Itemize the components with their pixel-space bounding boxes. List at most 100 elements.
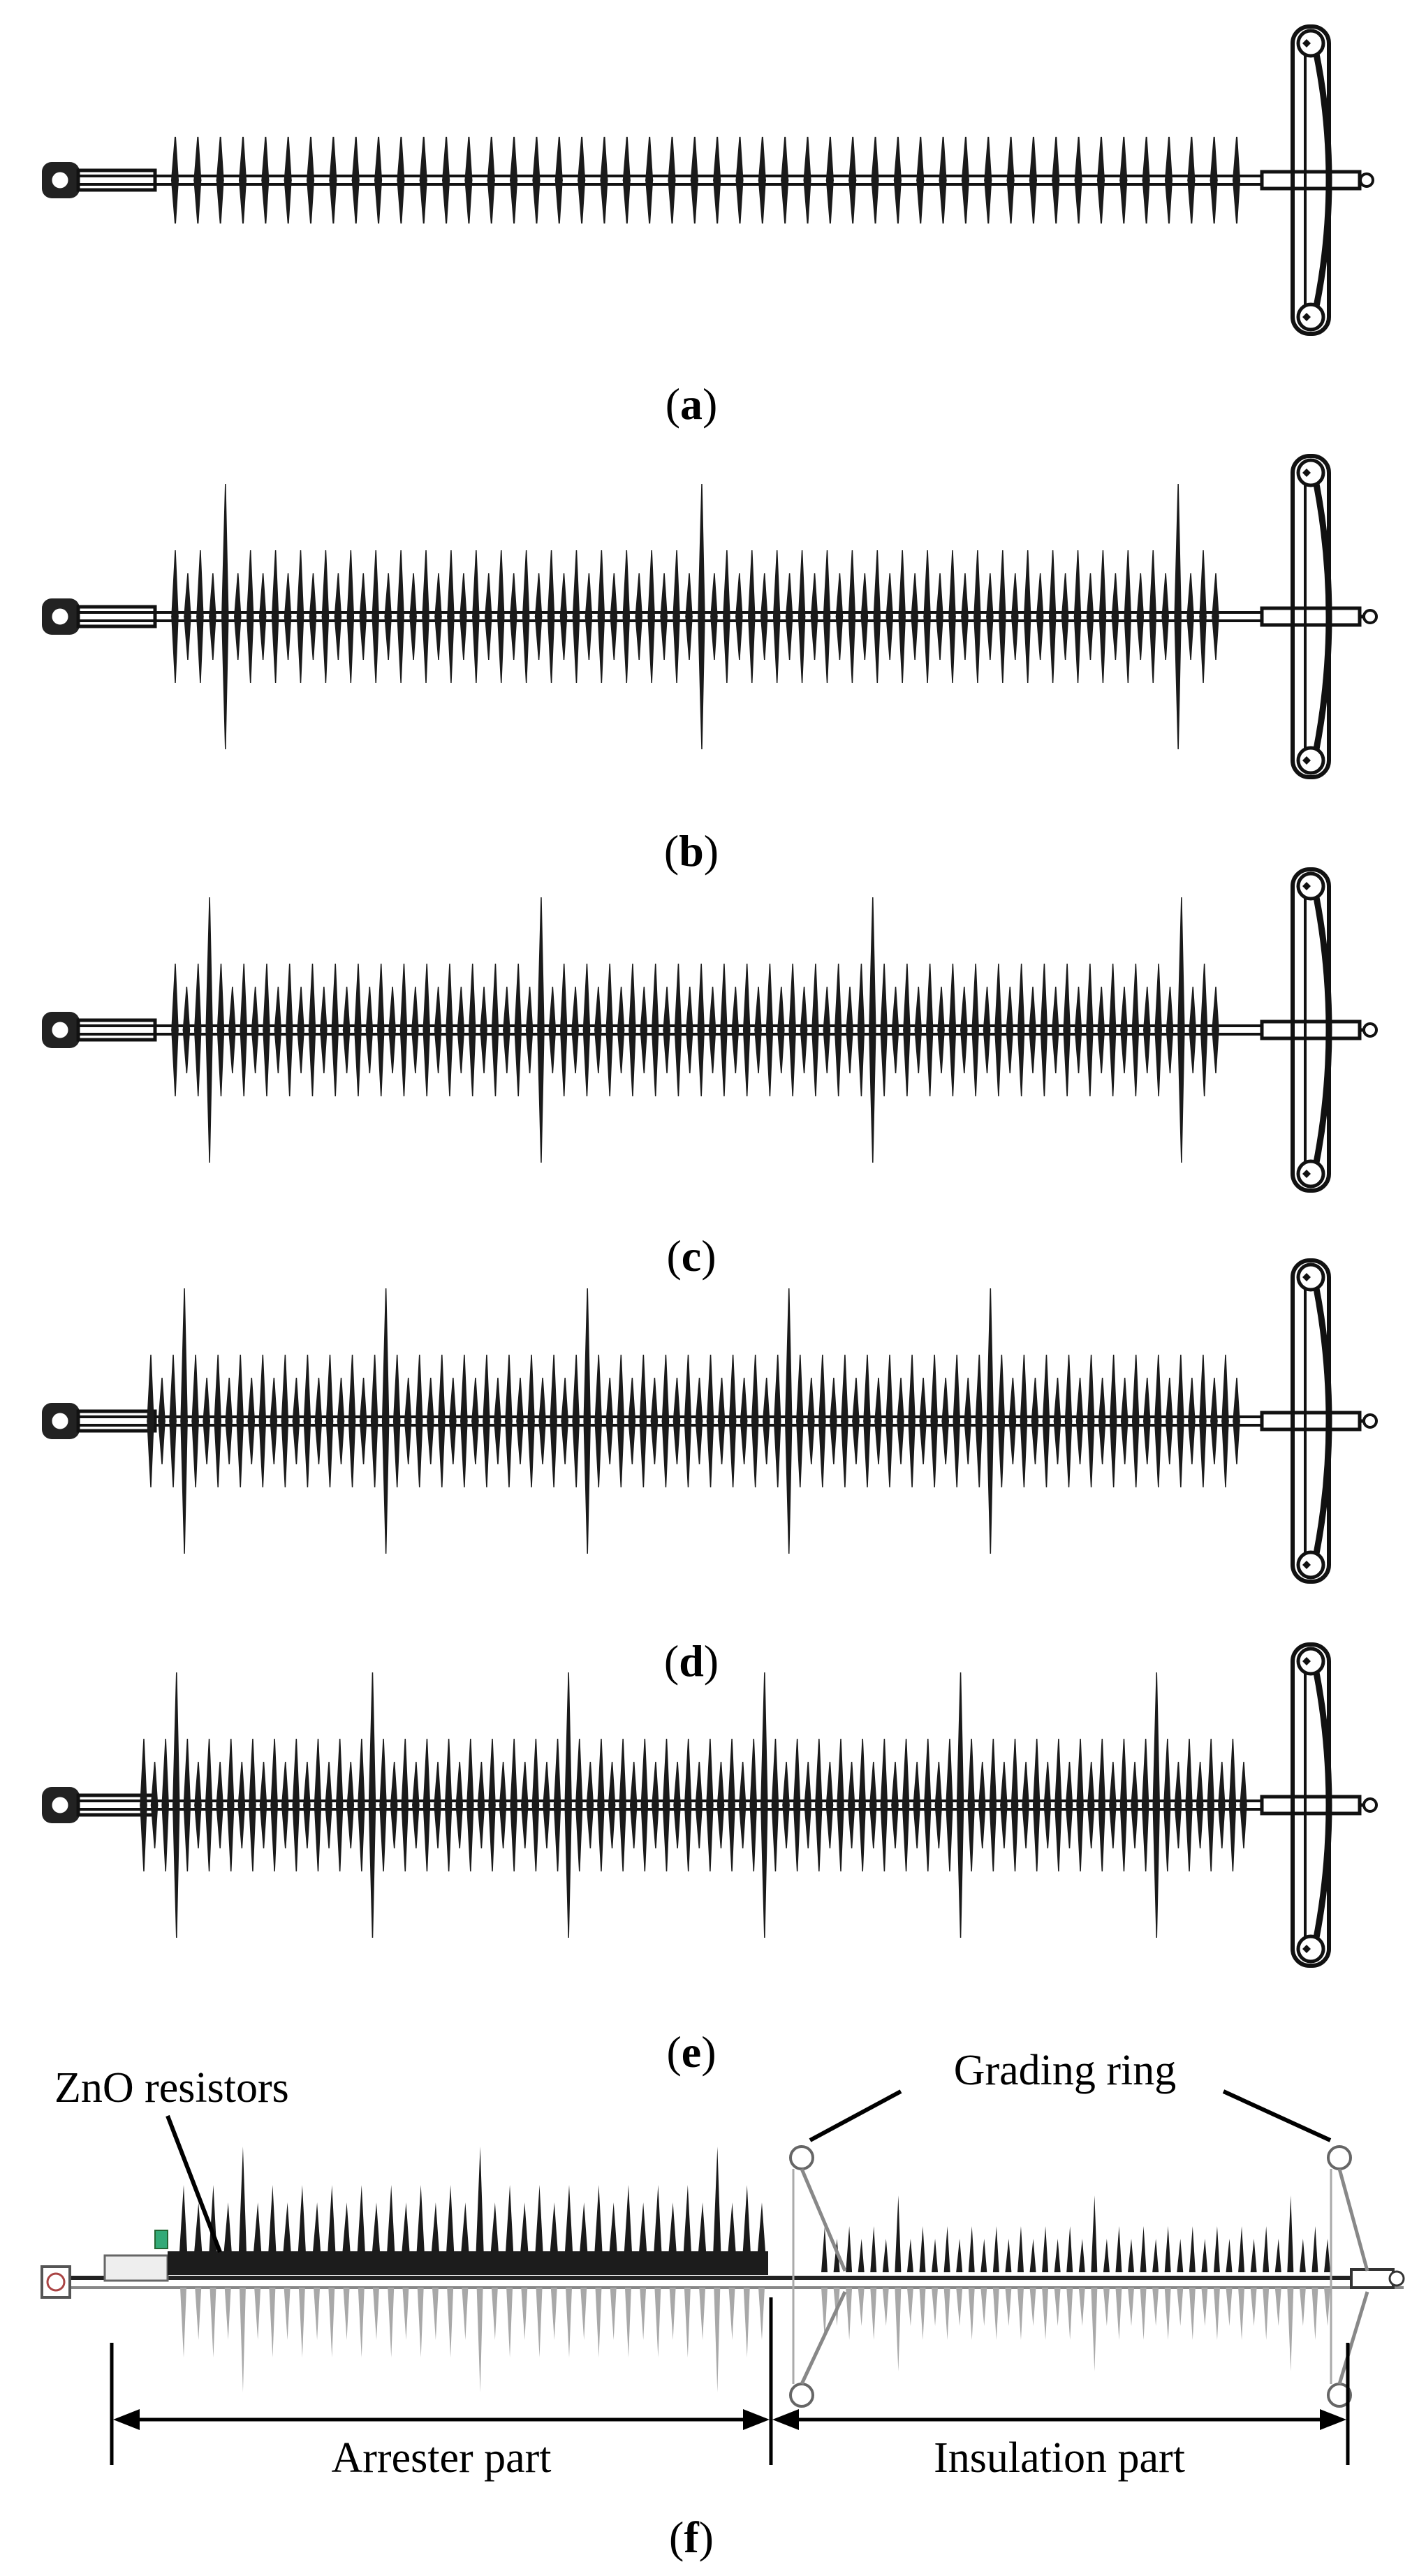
b-shed-45-lower <box>723 616 730 684</box>
c-shed-21-lower <box>399 1029 408 1097</box>
a-shed-22-upper <box>645 136 654 181</box>
e-shed-53-lower <box>706 1804 714 1872</box>
a-shed-21-lower <box>622 179 631 224</box>
a-shed-28-lower <box>781 179 789 224</box>
b-shed-24-lower <box>460 616 467 661</box>
e-shed-88-lower <box>1087 1804 1095 1849</box>
f-arrester-shed-lower-31 <box>624 2288 631 2357</box>
d-shed-70-lower <box>919 1420 927 1465</box>
e-shed-59-lower <box>771 1804 779 1872</box>
e-shed-43-lower <box>597 1804 605 1872</box>
c-shed-28-lower <box>480 1029 487 1074</box>
b-shed-28-upper <box>509 573 517 617</box>
f-arrester-shed-upper-33 <box>654 2185 662 2251</box>
f-insulation-shed-lower-9 <box>919 2288 926 2340</box>
e-shed-23-lower <box>379 1804 387 1872</box>
c-shed-34-lower <box>548 1029 557 1074</box>
f-insulation-shed-upper-6 <box>882 2239 889 2272</box>
f-arrester-shed-upper-35 <box>683 2185 691 2251</box>
c-shed-87-upper <box>1154 963 1162 1031</box>
a-shed-36-upper <box>961 136 969 181</box>
d-shed-70-upper <box>919 1377 927 1422</box>
b-shed-75-lower <box>1098 616 1107 684</box>
f-arrester-shed-upper-1 <box>179 2185 187 2251</box>
a-shed-1-lower <box>170 179 179 224</box>
c-shed-59-upper <box>834 963 842 1031</box>
f-insulation-shed-upper-27 <box>1140 2226 1147 2272</box>
f-insulation-shed-lower-29 <box>1164 2288 1171 2340</box>
e-shed-46-upper <box>629 1761 638 1806</box>
d-shed-91-upper <box>1154 1354 1162 1422</box>
b-shed-29-lower <box>522 616 530 684</box>
d-shed-64-upper <box>852 1377 860 1422</box>
b-shed-44-upper <box>710 573 718 617</box>
c-shed-33-lower <box>537 1029 545 1163</box>
a-shed-13-upper <box>442 136 450 181</box>
a-shed-39-lower <box>1029 179 1038 224</box>
c-shed-5-upper <box>216 963 225 1031</box>
c-shed-20-upper <box>388 986 396 1031</box>
d-shed-72-lower <box>941 1420 949 1465</box>
f-right-grading-ring-lower-arm <box>1337 2291 1369 2385</box>
f-insulation-shed-upper-22 <box>1078 2239 1085 2272</box>
e-shed-94-lower <box>1152 1804 1161 1938</box>
e-shed-86-upper <box>1065 1761 1073 1806</box>
d-shed-91-lower <box>1154 1420 1162 1488</box>
a-shed-1-upper <box>170 136 179 181</box>
a-shed-43-upper <box>1119 136 1128 181</box>
f-insulation-shed-upper-19 <box>1042 2226 1049 2272</box>
f-arrester-shed-lower-35 <box>684 2288 691 2357</box>
d-shed-22-upper <box>381 1288 390 1422</box>
c-shed-39-upper <box>605 963 613 1031</box>
a-shed-45-lower <box>1164 179 1173 224</box>
b-shed-70-lower <box>1036 616 1044 661</box>
e-shed-93-lower <box>1141 1804 1149 1872</box>
e-shed-60-upper <box>782 1761 790 1806</box>
b-shed-39-lower <box>647 616 655 684</box>
f-arrester-shed-upper-17 <box>416 2185 425 2251</box>
d-shed-4-lower <box>180 1420 188 1554</box>
c-shed-50-lower <box>731 1029 740 1074</box>
b-shed-79-upper <box>1149 550 1157 617</box>
f-insulation-shed-lower-42 <box>1324 2288 1330 2326</box>
c-shed-41-upper <box>629 963 636 1031</box>
e-shed-10-upper <box>237 1761 246 1806</box>
d-shed-65-lower <box>863 1420 871 1488</box>
f-insulation-shed-upper-7 <box>895 2195 902 2272</box>
d-shed-57-lower <box>773 1420 781 1488</box>
d-shed-36-upper <box>538 1377 546 1422</box>
c-shed-12-lower <box>297 1029 304 1074</box>
c-shed-57-lower <box>811 1029 819 1097</box>
b-shed-41-lower <box>672 616 680 684</box>
e-shed-89-lower <box>1098 1804 1106 1872</box>
d-shed-38-upper <box>561 1377 568 1422</box>
f-insulation-shed-lower-39 <box>1287 2288 1294 2371</box>
c-shed-87-lower <box>1154 1029 1162 1097</box>
d-shed-44-lower <box>628 1420 636 1465</box>
a-shed-28-upper <box>781 136 789 181</box>
c-shed-16-lower <box>342 1029 351 1074</box>
f-insulation-shed-upper-42 <box>1324 2239 1330 2272</box>
f-insulation-shed-lower-4 <box>858 2288 865 2326</box>
e-shed-12-upper <box>259 1761 267 1806</box>
a-shed-6-lower <box>284 179 292 224</box>
a-shed-19-upper <box>578 136 586 181</box>
e-shed-31-lower <box>466 1804 474 1872</box>
f-insulation-shed-lower-13 <box>968 2288 975 2340</box>
b-shed-20-lower <box>409 616 417 661</box>
b-shed-50-upper <box>785 573 793 617</box>
e-shed-5-upper <box>183 1738 191 1806</box>
c-shed-36-upper <box>571 986 579 1031</box>
d-shed-60-lower <box>807 1420 815 1465</box>
e-shed-25-lower <box>401 1804 409 1872</box>
a-shed-33-lower <box>893 179 902 224</box>
b-shed-83-lower <box>1199 616 1207 684</box>
a-shed-31-upper <box>848 136 857 181</box>
e-shed-25-upper <box>401 1738 409 1806</box>
b-shed-5-upper <box>221 483 229 617</box>
e-shed-34-upper <box>499 1761 507 1806</box>
d-shed-66-lower <box>874 1420 882 1465</box>
d-shed-80-lower <box>1031 1420 1039 1465</box>
c-shed-70-upper <box>960 986 968 1031</box>
b-shed-73-upper <box>1073 550 1082 617</box>
